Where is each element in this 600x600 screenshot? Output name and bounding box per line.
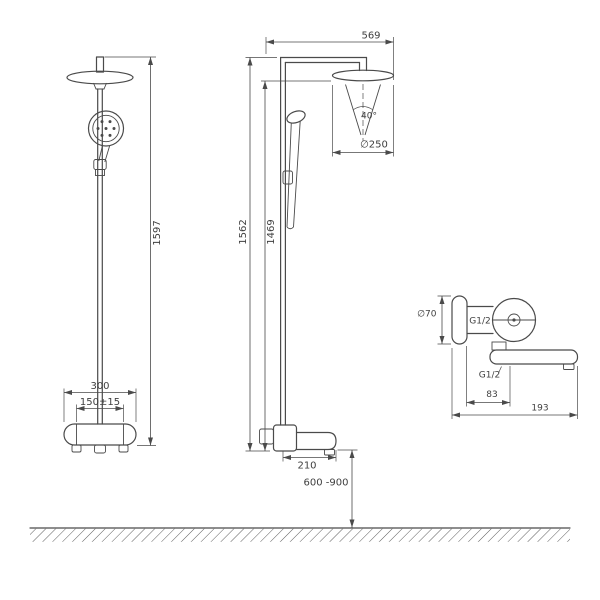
mixer-outlet-block — [491, 341, 507, 351]
outlet-thread-label: G1/2 — [479, 371, 500, 381]
bath-mixer-detail: ∅70 G1/2 G1/2 83 193 — [417, 295, 579, 419]
dim-mixer-width: 300 — [63, 381, 137, 422]
dim-label-300: 300 — [90, 381, 109, 392]
dim-label-569: 569 — [361, 31, 380, 42]
dim-spout-reach: 210 — [282, 450, 337, 472]
dim-label-d70: ∅70 — [417, 310, 437, 320]
side-spout-outlet — [324, 449, 335, 456]
dim-side-total-height: 1562 — [238, 57, 277, 452]
dim-label-193: 193 — [531, 404, 548, 414]
wall-escutcheon — [451, 295, 468, 345]
dim-label-210: 210 — [297, 461, 316, 472]
spray-cone: 40° — [345, 84, 381, 136]
dim-front-total-height: 1597 — [104, 56, 163, 446]
side-tub-spout — [295, 431, 337, 451]
mixer-handle — [491, 297, 537, 343]
front-head-stem — [95, 56, 105, 73]
side-head-stem — [358, 56, 368, 72]
dim-label-1597: 1597 — [152, 220, 163, 245]
inlet-thread-label: G1/2 — [469, 317, 490, 327]
dim-label-1469: 1469 — [266, 219, 277, 244]
side-temperature-knob — [259, 428, 274, 445]
spray-angle-label: 40° — [361, 112, 377, 122]
dim-escutcheon-diameter: ∅70 — [417, 295, 451, 345]
side-riser-pipe — [280, 56, 286, 426]
dim-label-1562: 1562 — [238, 219, 249, 244]
front-slider-clamp — [95, 169, 105, 176]
mixer-body-lines — [466, 305, 494, 335]
ground-hatching — [30, 528, 570, 542]
dim-label-600-900: 600 -900 — [304, 478, 349, 489]
front-hand-shower — [87, 110, 125, 163]
dim-outlet-offset: 83 — [466, 346, 511, 407]
front-shower-holder — [93, 159, 107, 170]
side-top-arm — [280, 56, 368, 64]
outlet-thread-callout: G1/2 — [479, 366, 502, 381]
front-head-hub — [93, 82, 107, 90]
dim-label-d250: ∅250 — [360, 140, 388, 151]
side-mixer-and-spout — [259, 424, 337, 456]
dim-head-bottom-height: 1469 — [261, 80, 331, 451]
side-shower-holder — [282, 170, 293, 185]
mixer-spout — [489, 349, 579, 365]
dim-head-diameter: ∅250 — [332, 85, 394, 157]
dim-label-150: 150±15 — [80, 397, 120, 408]
side-view-shower-column: 40° ∅250 569 1562 1469 — [238, 31, 395, 528]
front-rain-head — [66, 70, 134, 85]
side-rain-head — [331, 69, 395, 82]
dim-arm-reach: 569 — [265, 31, 394, 80]
front-thermostatic-mixer — [63, 423, 137, 454]
dim-mixer-depth: 193 — [451, 348, 578, 419]
dim-label-83: 83 — [486, 390, 497, 400]
ground-section — [29, 527, 571, 542]
dim-install-height: 600 -900 — [304, 449, 358, 528]
front-riser-pipe — [97, 88, 103, 425]
mixer-spout-outlet — [563, 363, 575, 370]
front-view-shower-column: 1597 300 150±15 — [63, 56, 163, 454]
dim-inlet-spacing: 150±15 — [76, 397, 124, 422]
side-hand-shower — [282, 110, 306, 230]
